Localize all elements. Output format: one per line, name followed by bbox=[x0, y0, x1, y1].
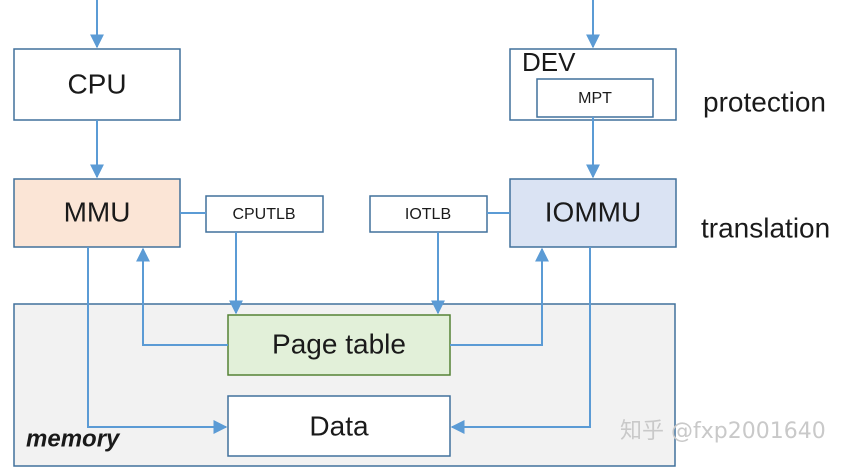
translation-label: translation bbox=[701, 212, 830, 243]
memory-label: memory bbox=[26, 425, 121, 452]
data-box: Data bbox=[227, 395, 451, 457]
cputlb-box: CPUTLB bbox=[205, 195, 324, 233]
arrow-page-table-to-mmu bbox=[136, 247, 228, 346]
cpu-box: CPU bbox=[13, 48, 181, 121]
iotlb-label: IOTLB bbox=[405, 206, 451, 223]
dev-box: DEV MPT bbox=[509, 47, 677, 121]
iommu-label: IOMMU bbox=[545, 196, 641, 227]
data-label: Data bbox=[309, 410, 369, 441]
iotlb-box: IOTLB bbox=[369, 195, 488, 233]
cpu-label: CPU bbox=[67, 68, 126, 99]
mmu-box: MMU bbox=[13, 178, 181, 248]
iommu-box: IOMMU bbox=[509, 178, 677, 248]
arrow-iommu-to-data bbox=[450, 247, 591, 434]
connectors bbox=[87, 0, 600, 434]
protection-label: protection bbox=[703, 86, 826, 117]
arrow-mmu-to-data bbox=[87, 247, 228, 434]
mmu-label: MMU bbox=[64, 196, 131, 227]
arrow-page-table-to-iommu bbox=[450, 247, 549, 346]
dev-label: DEV bbox=[522, 47, 576, 77]
mpt-box bbox=[536, 78, 654, 118]
cputlb-label: CPUTLB bbox=[232, 206, 295, 223]
page-table-box: Page table bbox=[227, 314, 451, 376]
mpt-label: MPT bbox=[578, 90, 612, 107]
page-table-label: Page table bbox=[272, 328, 406, 359]
watermark: 知乎 @fxp2001640 bbox=[620, 419, 826, 444]
